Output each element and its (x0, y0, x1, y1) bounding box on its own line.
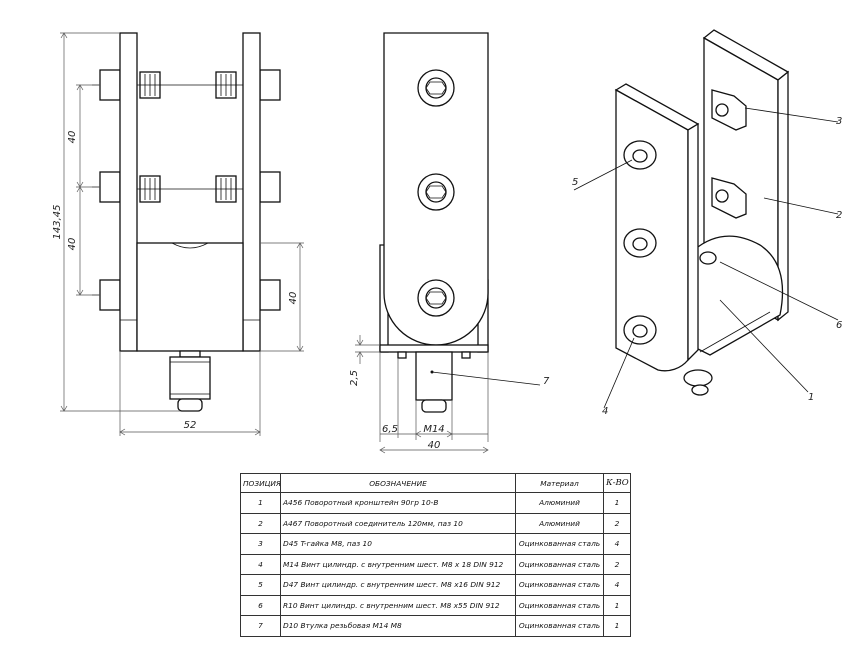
right-plate (242, 32, 261, 352)
cell-qty: 1 (603, 594, 631, 616)
cell-name: R10 Винт цилиндр. с внутренним шест. M8 … (280, 594, 516, 616)
technical-drawing: 143,45 40 40 40 52 (52, 29, 842, 454)
cell-name: A456 Поворотный кронштейн 90гр 10-B (280, 492, 516, 514)
cell-material: Алюминий (515, 512, 604, 534)
left-plate (119, 32, 138, 352)
dim-pitch-upper: 40 (67, 131, 78, 144)
dim-pitch-lower: 40 (67, 238, 78, 251)
cell-name: D47 Винт цилиндр. с внутренним шест. M8 … (280, 574, 516, 596)
dim-overall-height: 143,45 (52, 205, 63, 240)
dim-side-width: 40 (428, 440, 441, 451)
cell-pos: 1 (240, 492, 281, 514)
header-position: ПОЗИЦИЯ (240, 473, 281, 493)
cell-name: A467 Поворотный соединитель 120мм, паз 1… (280, 512, 516, 534)
socket-screws (417, 69, 455, 317)
cell-qty: 1 (603, 492, 631, 514)
iso-hinge-body (679, 235, 784, 356)
dim-thread: M14 (423, 424, 444, 435)
table-row: 2 A467 Поворотный соединитель 120мм, паз… (240, 512, 631, 534)
cell-qty: 1 (603, 615, 631, 637)
hinge-body (136, 242, 244, 352)
cell-pos: 5 (240, 574, 281, 596)
table-row: 5 D47 Винт цилиндр. с внутренним шест. M… (240, 574, 631, 596)
dim-hinge-height: 40 (288, 292, 299, 305)
table-row: 7 D10 Втулка резьбовая M14 M8 Оцинкованн… (240, 615, 631, 637)
cell-name: M14 Винт цилиндр. с внутренним шест. M8 … (280, 553, 516, 575)
cell-pos: 3 (240, 533, 281, 555)
cell-qty: 2 (603, 512, 631, 534)
bill-of-materials: ПОЗИЦИЯ ОБОЗНАЧЕНИЕ Материал К-ВО 1 A456… (240, 473, 631, 637)
cell-pos: 2 (240, 512, 281, 534)
back-t-nuts (711, 89, 747, 219)
side-view: 2,5 6,5 M14 40 (349, 32, 541, 454)
cell-qty: 2 (603, 553, 631, 575)
dim-side-offset: 6,5 (382, 424, 398, 435)
callout-4: 4 (602, 406, 608, 417)
cell-material: Оцинкованная сталь (515, 615, 604, 637)
callout-5: 5 (572, 177, 578, 188)
header-designation: ОБОЗНАЧЕНИЕ (280, 473, 516, 493)
t-nuts (139, 71, 237, 203)
cell-qty: 4 (603, 533, 631, 555)
callout-6: 6 (836, 320, 842, 331)
table-row: 4 M14 Винт цилиндр. с внутренним шест. M… (240, 553, 631, 575)
table-row: 3 D45 T-гайка M8, паз 10 Оцинкованная ст… (240, 533, 631, 555)
header-material: Материал (515, 473, 604, 493)
front-view: 143,45 40 40 40 52 (52, 32, 304, 436)
cell-name: D45 T-гайка M8, паз 10 (280, 533, 516, 555)
cell-material: Оцинкованная сталь (515, 594, 604, 616)
dim-bushing-height: 2,5 (349, 370, 360, 386)
cell-qty: 4 (603, 574, 631, 596)
table-row: 6 R10 Винт цилиндр. с внутренним шест. M… (240, 594, 631, 616)
callout-1: 1 (808, 392, 814, 403)
cell-name: D10 Втулка резьбовая M14 M8 (280, 615, 516, 637)
cell-material: Оцинкованная сталь (515, 574, 604, 596)
dim-front-width: 52 (184, 420, 197, 431)
isometric-view (573, 29, 839, 409)
cell-material: Оцинкованная сталь (515, 553, 604, 575)
cell-material: Алюминий (515, 492, 604, 514)
header-quantity: К-ВО (603, 473, 631, 493)
callout-7: 7 (543, 376, 550, 387)
cell-material: Оцинкованная сталь (515, 533, 604, 555)
table-header-row: ПОЗИЦИЯ ОБОЗНАЧЕНИЕ Материал К-ВО (240, 473, 631, 493)
table-row: 1 A456 Поворотный кронштейн 90гр 10-B Ал… (240, 492, 631, 514)
iso-screws (623, 140, 657, 345)
cell-pos: 7 (240, 615, 281, 637)
cell-pos: 4 (240, 553, 281, 575)
callout-3: 3 (836, 116, 842, 127)
callout-2: 2 (836, 210, 842, 221)
cell-pos: 6 (240, 594, 281, 616)
